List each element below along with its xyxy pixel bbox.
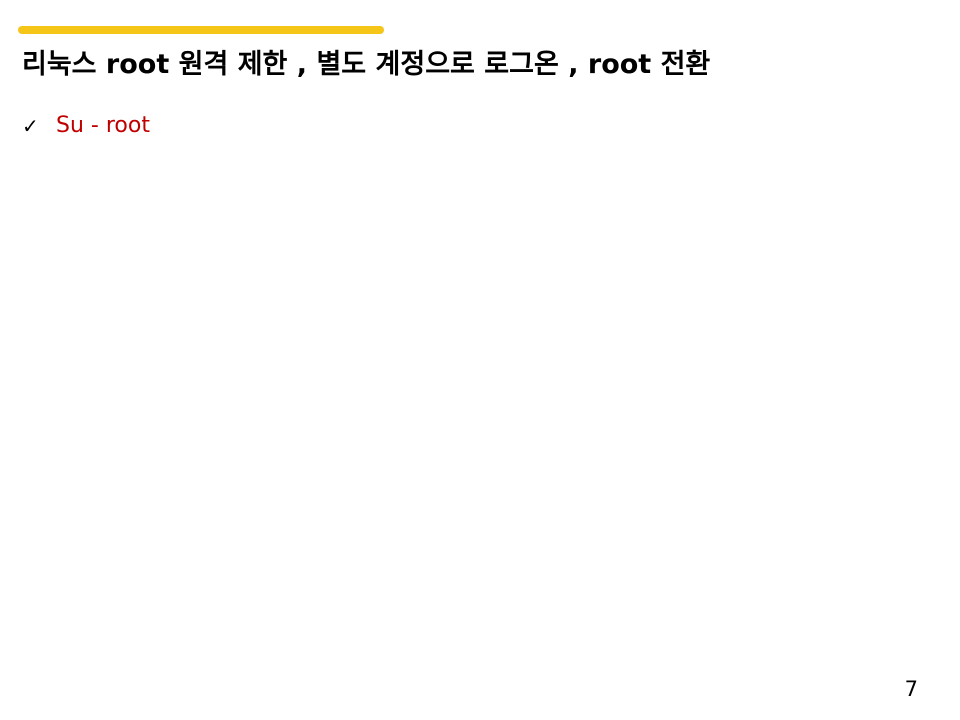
check-icon: ✓	[22, 114, 39, 138]
slide-title: 리눅스 root 원격 제한 , 별도 계정으로 로그온 , root 전환	[22, 49, 711, 80]
page-number: 7	[904, 677, 918, 701]
bullet-list: ✓ Su - root	[22, 110, 922, 142]
accent-bar	[18, 26, 384, 34]
bullet-item: ✓ Su - root	[22, 110, 922, 142]
bullet-text: Su - root	[56, 113, 150, 138]
